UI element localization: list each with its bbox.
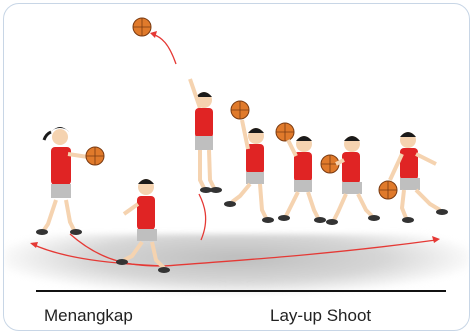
basketball-sequence-illustration [30, 17, 448, 273]
player-jump-release [188, 78, 222, 193]
top-arrowhead [150, 31, 157, 38]
illustration-frame: Menangkap Lay-up Shoot [3, 3, 470, 331]
ground-line [36, 290, 446, 292]
basketball-in-air [132, 17, 152, 37]
ground-shadow [4, 234, 469, 294]
dribble-path-arrow [163, 239, 437, 267]
caption-catching: Menangkap [44, 306, 133, 325]
player-catching [36, 127, 105, 235]
run-arc-arrow [198, 193, 207, 241]
player-dribbling [378, 132, 448, 223]
player-gather-step [275, 122, 326, 223]
shot-arc-arrow [151, 33, 177, 65]
player-jump-with-ball [224, 100, 274, 223]
return-path-arrow [31, 243, 165, 267]
right-arrowhead [432, 236, 440, 243]
caption-layup-shoot: Lay-up Shoot [270, 306, 372, 325]
left-arrowhead [30, 242, 38, 248]
player-running [116, 179, 170, 273]
player-step-ball [320, 136, 380, 225]
